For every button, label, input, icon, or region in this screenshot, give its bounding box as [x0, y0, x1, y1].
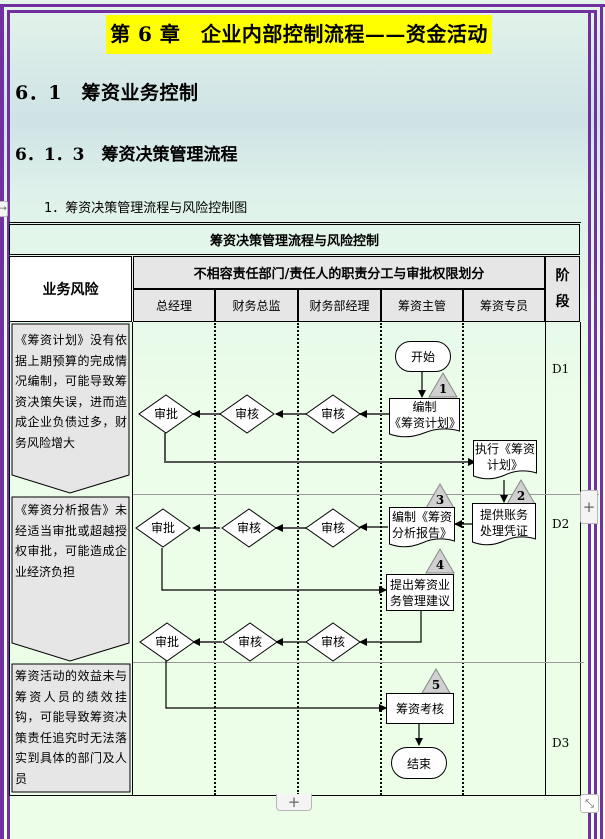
page-border — [7, 10, 10, 839]
step-text-line: 执行《筹资 — [474, 442, 535, 456]
stage-header-char: 阶 — [555, 268, 570, 284]
step-text-line: 处理凭证 — [479, 524, 528, 538]
decision-review-cfo-1: 审核 — [219, 394, 275, 434]
control-point-3: 3 — [425, 483, 455, 509]
step-text-line: 编制 — [412, 400, 437, 414]
control-point-5: 5 — [421, 668, 451, 694]
stage-row-separator — [133, 494, 599, 495]
column-header-finance-manager: 财务部经理 — [298, 289, 381, 322]
add-row-button[interactable]: + — [276, 793, 312, 811]
step-text-line: 编制《筹资 — [391, 510, 452, 524]
control-point-1: 1 — [428, 372, 458, 398]
step-propose: 提出筹资业 务管理建议 — [386, 574, 454, 611]
decision-approve-gm-2: 审批 — [135, 508, 191, 548]
decision-review-manager-3: 审核 — [305, 622, 361, 662]
stage-label-d1: D1 — [552, 362, 570, 376]
table-title: 筹资决策管理流程与风险控制 — [9, 224, 580, 255]
page-border — [7, 10, 597, 13]
risk-text-2: 《筹资分析报告》未经适当审批或超越授权审批，可能造成企业经济负担 — [15, 503, 127, 579]
decision-review-cfo-3: 审核 — [222, 622, 278, 662]
flow-end: 结束 — [391, 747, 447, 779]
step-execute-plan: 执行《筹资 计划》 — [473, 440, 537, 482]
step-text-line: 计划》 — [486, 458, 523, 472]
chapter-title: 第 6 章 企业内部控制流程——资金活动 — [106, 15, 492, 54]
add-column-button[interactable]: + — [580, 490, 598, 524]
step-assessment: 筹资考核 — [386, 693, 454, 724]
control-point-2: 2 — [506, 479, 536, 505]
page-border — [588, 13, 591, 839]
stage-column-divider — [545, 322, 546, 796]
step-text-line: 提出筹资业 — [389, 577, 450, 592]
column-header-cfo: 财务总监 — [215, 289, 298, 322]
decision-approve-gm-3: 审批 — [139, 622, 195, 662]
column-header-financing-specialist: 筹资专员 — [463, 289, 545, 322]
flow-start: 开始 — [395, 341, 451, 372]
page-border — [0, 4, 4, 839]
step-compile-report: 编制《筹资 分析报告》 — [389, 507, 455, 550]
page-border — [600, 4, 603, 839]
lane-separator — [380, 323, 382, 795]
decision-review-manager-2: 审核 — [305, 508, 361, 548]
step-text-line: 《筹资计划》 — [389, 416, 462, 430]
page-border — [594, 10, 597, 839]
section-heading: 6．1 筹资业务控制 — [15, 82, 199, 104]
stage-row-separator — [133, 662, 584, 663]
risk-text-3: 筹资活动的效益未与筹资人员的绩效挂钩，可能导致筹资决策责任追究时无法落实到具体的… — [15, 669, 127, 786]
step-text-line: 提供账务 — [479, 508, 528, 522]
stage-header-char: 段 — [555, 294, 570, 310]
lane-separator — [214, 323, 216, 795]
table-outline — [9, 222, 581, 796]
step-compile-plan: 编制 《筹资计划》 — [389, 398, 462, 440]
step-text-line: 分析报告》 — [391, 526, 452, 540]
risk-column-divider — [132, 322, 133, 796]
lane-separator — [462, 323, 464, 795]
decision-review-manager-1: 审核 — [305, 394, 361, 434]
column-header-general-manager: 总经理 — [133, 289, 215, 322]
page-border — [0, 4, 605, 7]
stage-header: 阶 段 — [545, 256, 580, 322]
table-move-handle[interactable]: → — [0, 201, 8, 217]
decision-review-cfo-2: 审核 — [221, 508, 277, 548]
step-provide-vouchers: 提供账务 处理凭证 — [472, 503, 536, 548]
control-point-4: 4 — [425, 548, 455, 574]
item-heading: 1．筹资决策管理流程与风险控制图 — [44, 201, 248, 216]
step-text-line: 务管理建议 — [389, 593, 450, 608]
risk-header: 业务风险 — [9, 256, 132, 322]
stage-label-d3: D3 — [552, 736, 570, 750]
subsection-heading: 6．1．3 筹资决策管理流程 — [15, 145, 238, 165]
risk-text-1: 《筹资计划》没有依据上期预算的完成情况编制，可能导致筹资决策失误，进而造成企业负… — [15, 333, 127, 450]
stage-label-d2: D2 — [552, 517, 570, 531]
column-header-financing-supervisor: 筹资主管 — [381, 289, 463, 322]
lane-separator — [297, 323, 299, 795]
decision-approve-gm-1: 审批 — [138, 394, 194, 434]
table-resize-handle[interactable]: ⤡ — [580, 794, 599, 813]
duty-header: 不相容责任部门/责任人的职责分工与审批权限划分 — [133, 256, 545, 289]
